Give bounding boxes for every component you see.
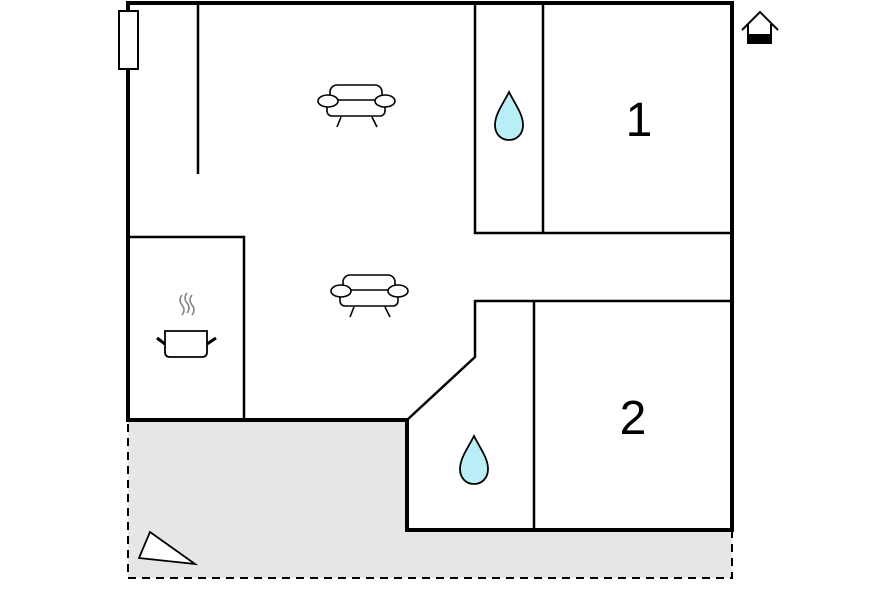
triangle-marker-icon — [137, 530, 199, 566]
window-element — [118, 10, 139, 70]
sofa-icon — [317, 84, 396, 128]
room-label-2: 2 — [620, 392, 647, 445]
water-drop-icon — [459, 433, 489, 485]
sofa-icon — [330, 274, 409, 318]
room-label-1: 1 — [626, 94, 653, 147]
water-drop-icon — [494, 89, 524, 141]
cooking-pot-icon — [156, 292, 217, 358]
interior-walls — [130, 3, 730, 530]
house-icon — [741, 10, 779, 44]
